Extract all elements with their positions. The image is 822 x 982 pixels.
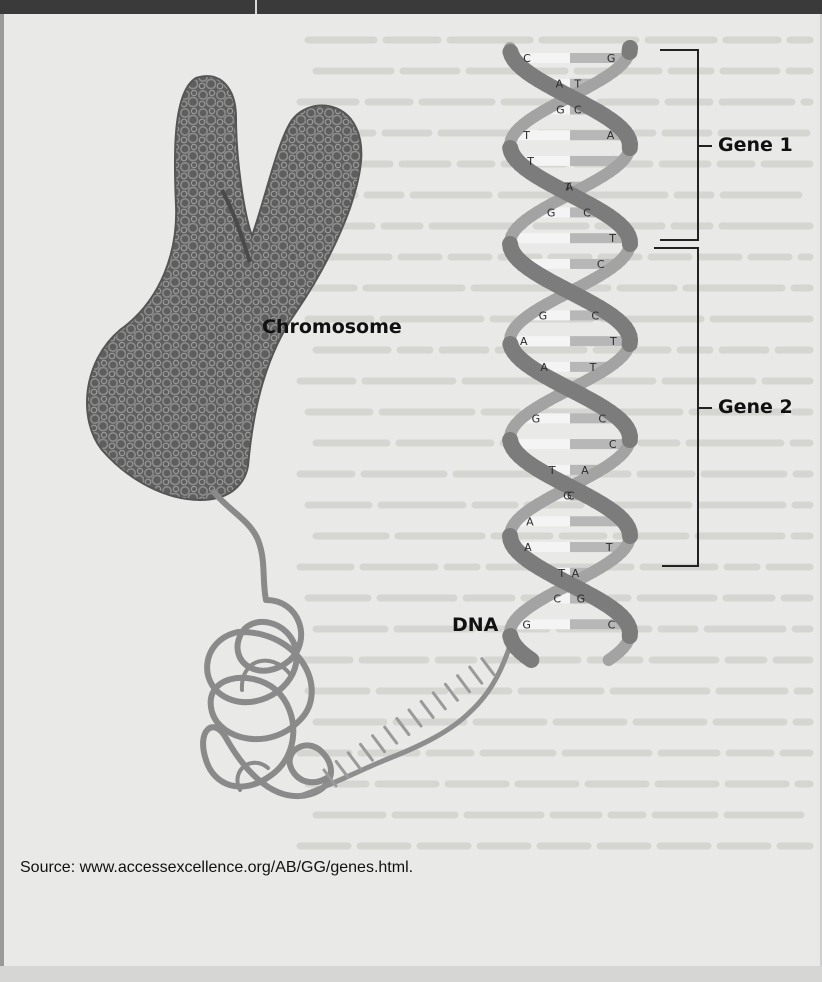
base-letter: G (522, 618, 531, 631)
thin-strand-twist (433, 693, 445, 709)
base-letter: T (522, 129, 530, 142)
base-letter: T (608, 232, 616, 245)
base-letter: T (609, 335, 617, 348)
base-letter: A (572, 567, 580, 580)
base-letter: C (567, 490, 575, 503)
chromosome-shape (87, 76, 361, 500)
base-letter: G (607, 52, 616, 65)
thin-strand-twist (373, 736, 385, 752)
base-letter: T (548, 464, 556, 477)
gene1-label: Gene 1 (718, 134, 793, 156)
base-letter: C (598, 412, 606, 425)
base-letter: A (607, 129, 615, 142)
dna-label: DNA (452, 614, 498, 636)
thin-strand-twist (336, 761, 348, 777)
source-caption: Source: www.accessexcellence.org/AB/GG/g… (20, 859, 413, 877)
helix-strand-segment (526, 656, 532, 660)
base-letter: A (526, 515, 534, 528)
base-letter: T (589, 361, 597, 374)
base-letter: A (556, 78, 564, 91)
thin-strand-twist (458, 676, 470, 692)
thin-strand-twist (421, 701, 433, 717)
base-letter: C (597, 258, 605, 271)
dna-loose-coil (203, 492, 331, 796)
base-rung-right (570, 336, 630, 346)
base-letter: T (573, 78, 581, 91)
base-rung-left (511, 233, 570, 243)
thin-strand-twist (482, 659, 494, 675)
base-letter: C (583, 206, 591, 219)
base-letter: G (556, 103, 565, 116)
base-letter: A (524, 541, 532, 554)
base-letter: T (605, 541, 613, 554)
base-letter: C (608, 618, 616, 631)
thin-strand-twist (360, 744, 372, 760)
base-letter: C (574, 103, 582, 116)
base-letter: C (553, 593, 561, 606)
helix-strand-segment (609, 656, 615, 660)
base-letter: A (581, 464, 589, 477)
gene2-bracket (654, 248, 712, 566)
base-letter: G (539, 309, 548, 322)
gene1-bracket (660, 50, 712, 240)
base-letter: G (577, 593, 586, 606)
base-letter: A (540, 361, 548, 374)
base-letter: A (520, 335, 528, 348)
base-letter: T (563, 181, 571, 194)
gene2-label: Gene 2 (718, 396, 793, 418)
base-letter: C (609, 438, 617, 451)
thin-strand-twist (348, 753, 360, 769)
thin-strand-twist (409, 710, 421, 726)
base-letter: C (591, 309, 599, 322)
base-letter: T (526, 155, 534, 168)
base-letter: T (557, 567, 565, 580)
thin-strand-twist (470, 667, 482, 683)
base-letter: C (523, 52, 531, 65)
thin-strand-twist (445, 684, 457, 700)
thin-strand-twist (397, 719, 409, 735)
base-letter: G (532, 412, 541, 425)
base-letter: G (547, 206, 556, 219)
thin-strand-twist (385, 727, 397, 743)
chromosome-label: Chromosome (262, 316, 402, 338)
